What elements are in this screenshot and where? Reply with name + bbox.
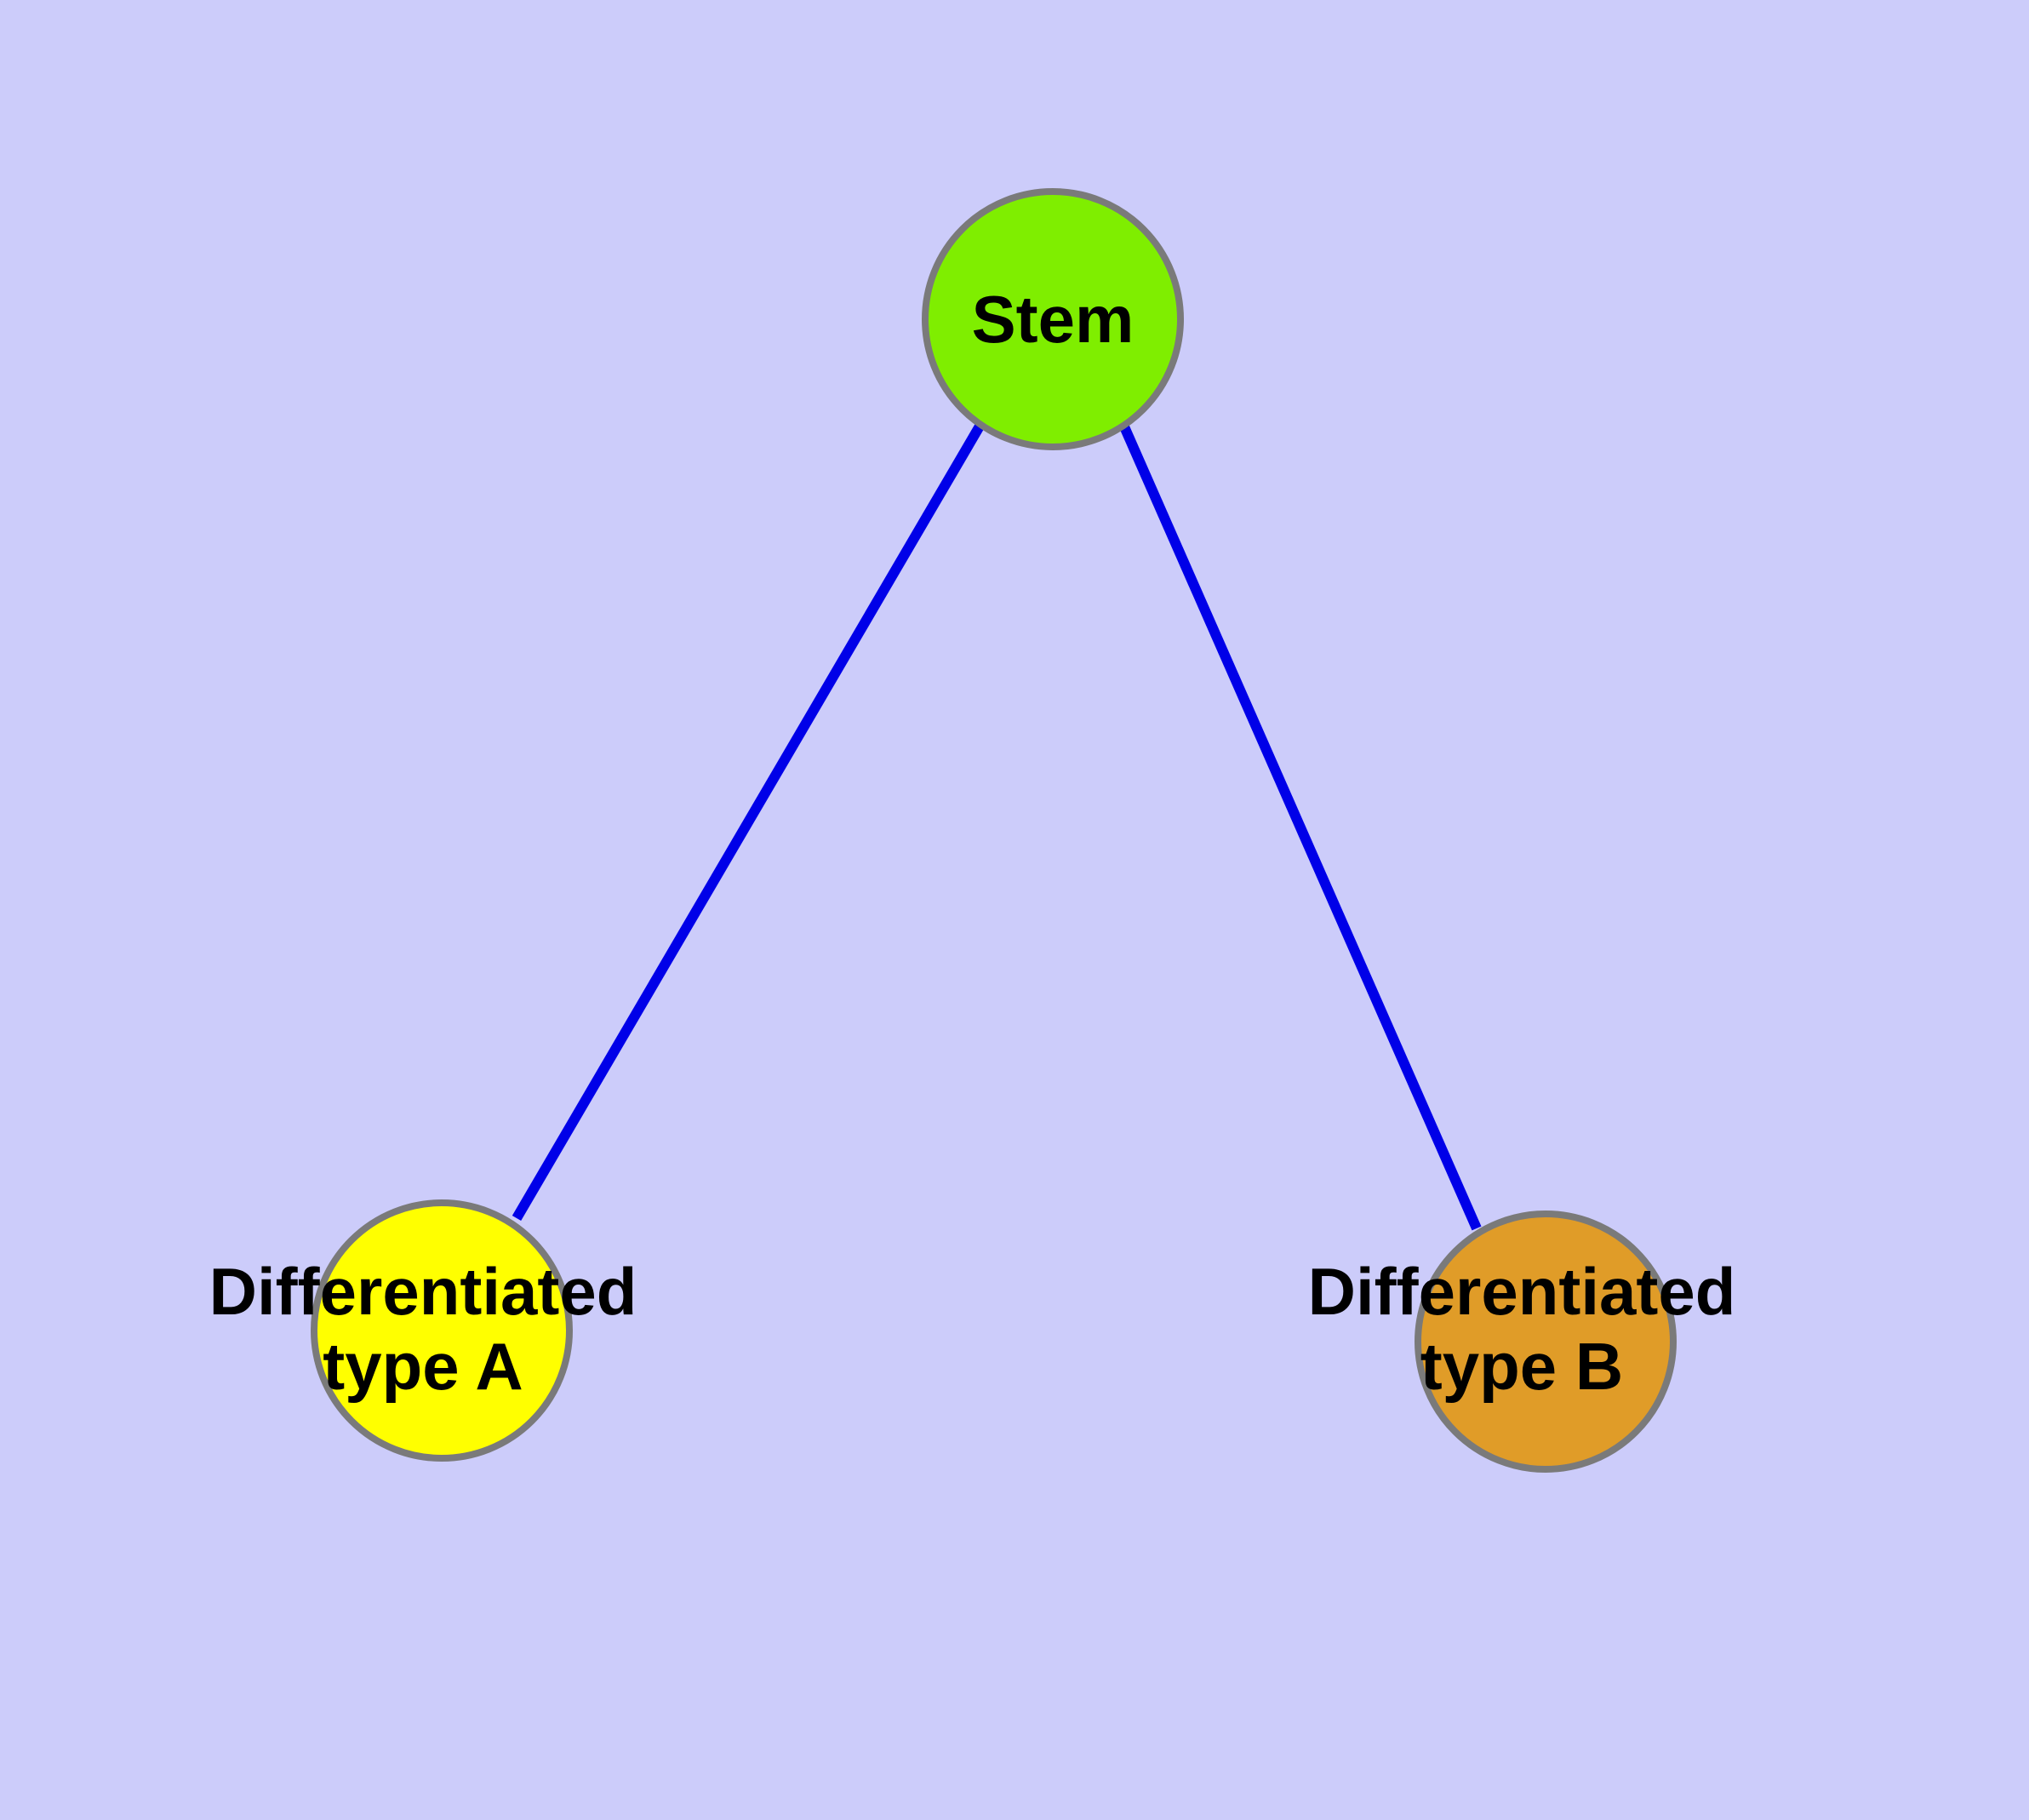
edge-layer: [512, 421, 1482, 1231]
edge-stem-to-differentiated-type-b[interactable]: [1118, 422, 1482, 1231]
node-layer: [311, 188, 1677, 1473]
node-differentiated-type-b[interactable]: [1415, 1210, 1677, 1473]
node-differentiated-type-a[interactable]: [311, 1199, 573, 1462]
edge-stem-to-differentiated-type-a[interactable]: [512, 421, 986, 1222]
node-stem[interactable]: [922, 188, 1184, 450]
